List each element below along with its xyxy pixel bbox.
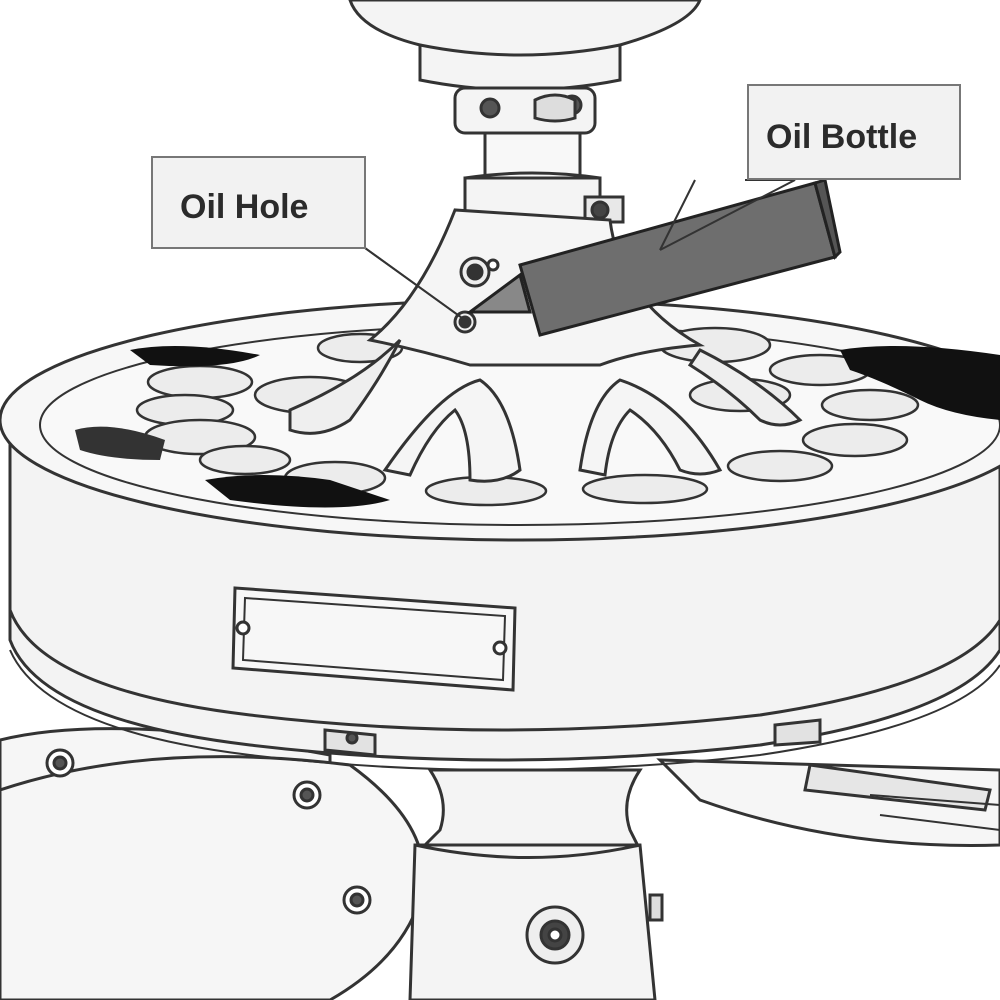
callout-oil-bottle: Oil Bottle (747, 84, 961, 180)
callout-label-oil-hole: Oil Hole (180, 188, 308, 226)
callout-box-oil-hole (151, 156, 366, 249)
fan-canopy (348, 0, 702, 232)
switch-housing (323, 718, 822, 1000)
wiring-patches (75, 346, 1000, 508)
callout-oil-hole: Oil Hole (151, 156, 366, 249)
callout-label-oil-bottle: Oil Bottle (766, 118, 917, 156)
fan-blade-right (656, 758, 1000, 847)
callout-box-oil-bottle (747, 84, 961, 180)
nameplate (231, 586, 517, 692)
fan-blade-left (0, 727, 426, 1000)
oil-bottle (465, 178, 842, 337)
